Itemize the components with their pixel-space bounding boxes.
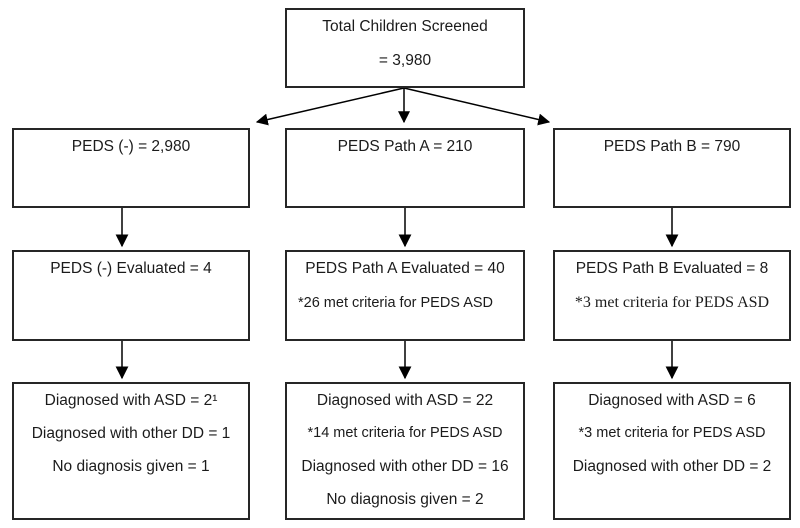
node-peds-negative-diagnosis: Diagnosed with ASD = 2¹ Diagnosed with o… [12,382,250,520]
node-path-a-evaluated: PEDS Path A Evaluated = 40 *26 met crite… [285,250,525,341]
path-a-dx-asd-note: *14 met criteria for PEDS ASD [307,425,503,441]
peds-negative-screened-label: PEDS (-) = 2,980 [71,138,191,155]
node-path-a-screened: PEDS Path A = 210 [285,128,525,208]
path-a-evaluated-note: *26 met criteria for PEDS ASD [298,295,494,311]
path-a-evaluated-label: PEDS Path A Evaluated = 40 [305,260,505,277]
path-b-dx-asd: Diagnosed with ASD = 6 [588,392,756,409]
total-screened-count: = 3,980 [378,52,432,69]
node-total-screened: Total Children Screened = 3,980 [285,8,525,88]
path-a-dx-asd: Diagnosed with ASD = 22 [316,392,494,409]
peds-negative-dx-other-dd: Diagnosed with other DD = 1 [31,425,231,442]
path-b-evaluated-note: *3 met criteria for PEDS ASD [574,294,770,311]
arrow-total-to-path-b [403,87,551,126]
node-peds-negative-screened: PEDS (-) = 2,980 [12,128,250,208]
node-path-b-screened: PEDS Path B = 790 [553,128,791,208]
path-a-no-dx: No diagnosis given = 2 [326,491,484,508]
path-b-evaluated-label: PEDS Path B Evaluated = 8 [575,260,769,277]
path-b-dx-other-dd: Diagnosed with other DD = 2 [572,458,772,475]
peds-negative-no-dx: No diagnosis given = 1 [52,458,210,475]
node-peds-negative-evaluated: PEDS (-) Evaluated = 4 [12,250,250,341]
total-screened-label: Total Children Screened [322,18,488,35]
path-a-dx-other-dd: Diagnosed with other DD = 16 [301,458,509,475]
peds-negative-dx-asd: Diagnosed with ASD = 2¹ [44,392,218,409]
path-a-screened-label: PEDS Path A = 210 [337,138,473,155]
node-path-a-diagnosis: Diagnosed with ASD = 22 *14 met criteria… [285,382,525,520]
node-path-b-diagnosis: Diagnosed with ASD = 6 *3 met criteria f… [553,382,791,520]
path-b-dx-asd-note: *3 met criteria for PEDS ASD [578,425,766,441]
path-b-screened-label: PEDS Path B = 790 [603,138,741,155]
peds-negative-evaluated-label: PEDS (-) Evaluated = 4 [50,260,212,277]
node-path-b-evaluated: PEDS Path B Evaluated = 8 *3 met criteri… [553,250,791,341]
arrow-total-to-peds-negative [255,87,405,126]
